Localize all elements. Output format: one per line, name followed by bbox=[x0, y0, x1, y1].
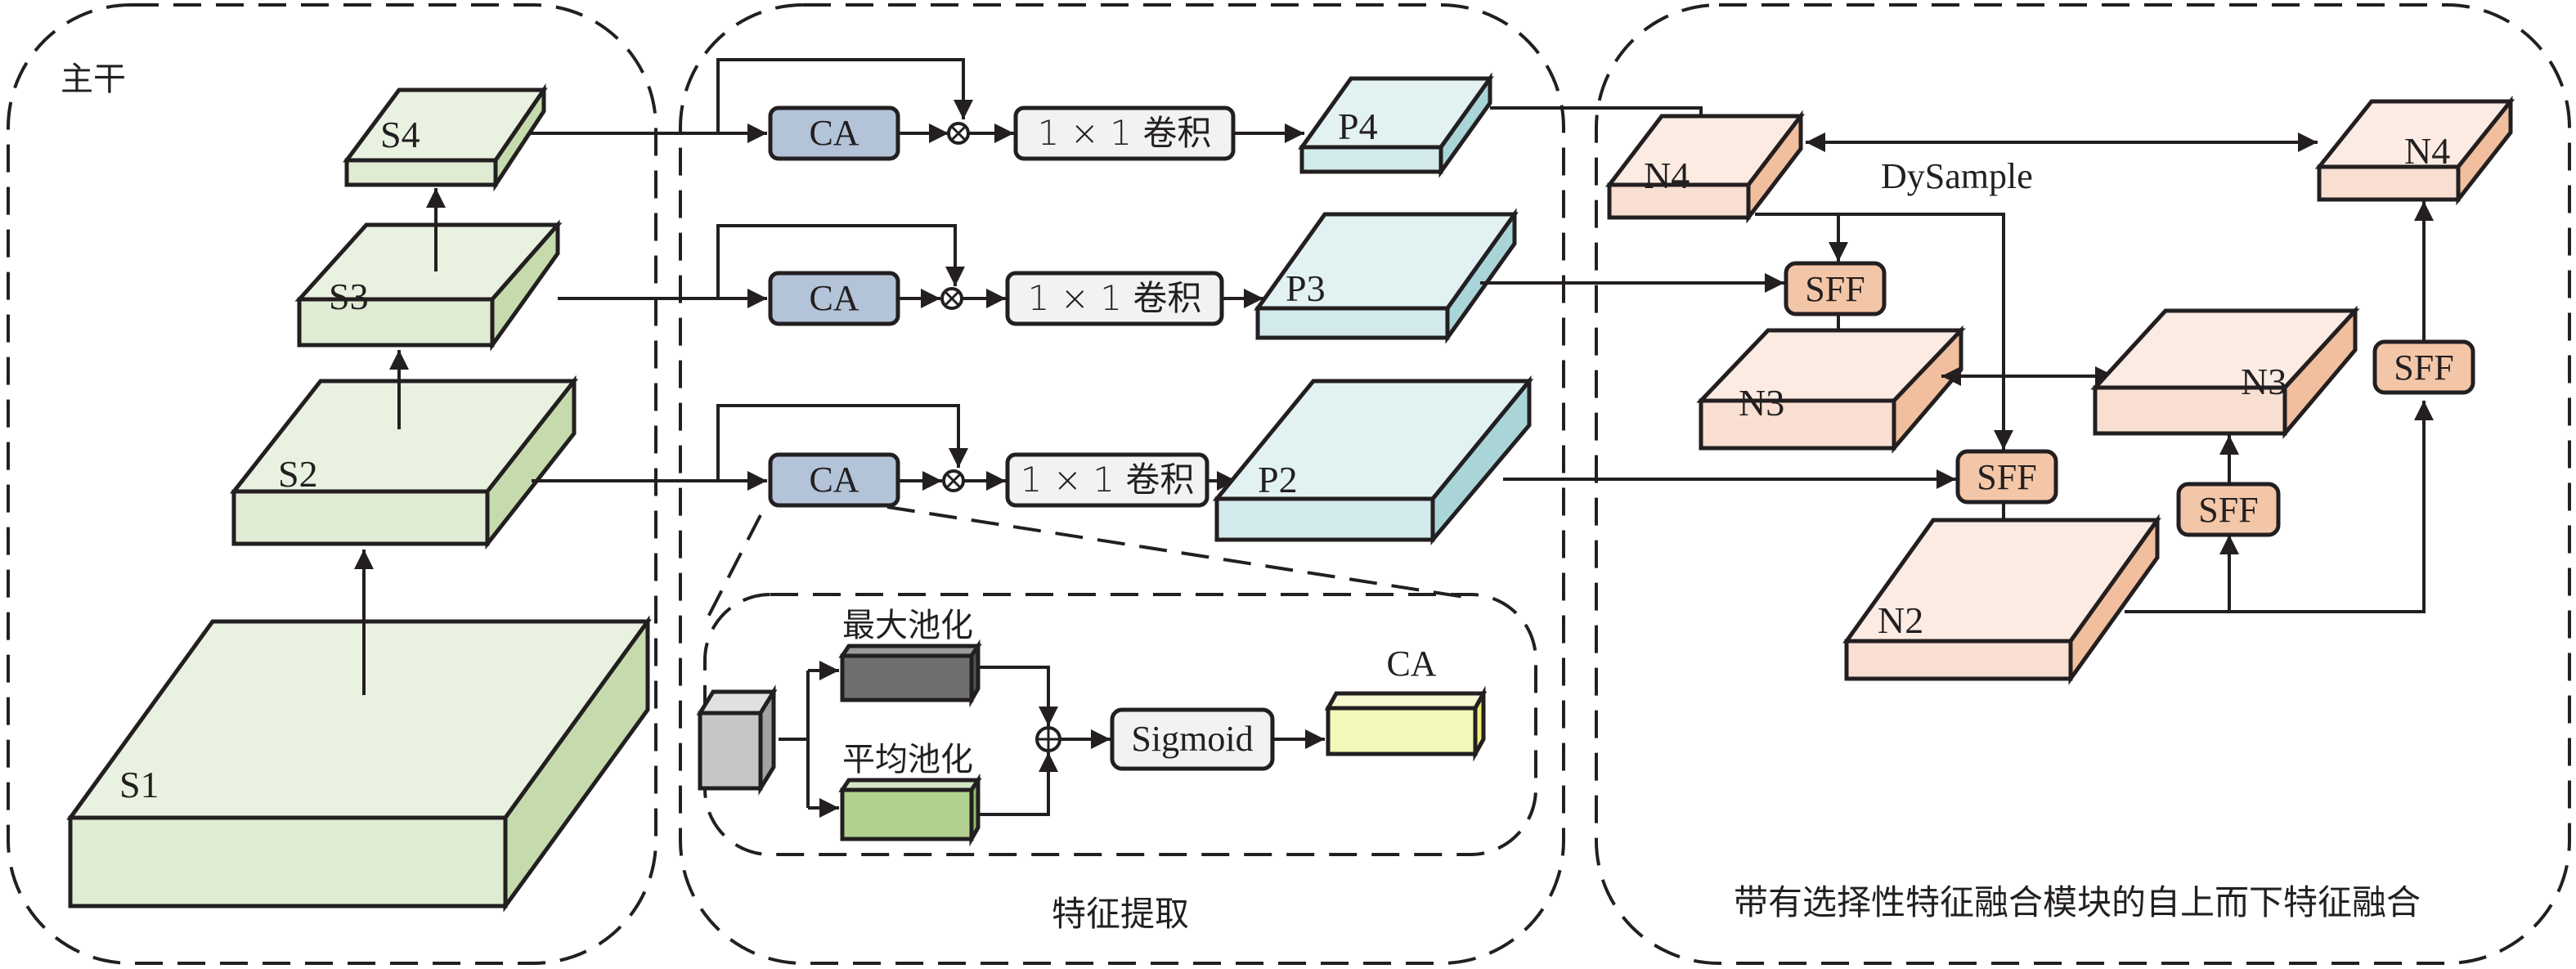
conv-label: 1 × 1 卷积 bbox=[1021, 460, 1195, 500]
fusion-label: 带有选择性特征融合模块的自上而下特征融合 bbox=[1734, 882, 2421, 922]
ca-label: CA bbox=[809, 278, 859, 318]
ca-label: CA bbox=[809, 460, 859, 500]
conv-label: 1 × 1 卷积 bbox=[1038, 113, 1212, 153]
n4-right-label: N4 bbox=[2404, 130, 2450, 172]
node-n3-left: N3 bbox=[1696, 325, 1966, 454]
extraction-row-p2: CA 1 × 1 卷积 P2 bbox=[532, 375, 1534, 545]
sigmoid-label: Sigmoid bbox=[1131, 719, 1253, 759]
ca-detail: 最大池化 平均池化 Sigmoid CA bbox=[696, 593, 1537, 856]
sff-block-1 bbox=[1784, 261, 1887, 316]
arrow-n2-sff4 bbox=[2125, 401, 2434, 613]
stage-s1-label: S1 bbox=[119, 764, 159, 805]
callout-line-left bbox=[703, 514, 762, 624]
multiply-icon bbox=[940, 287, 963, 310]
p3-label: P3 bbox=[1286, 267, 1326, 309]
stage-s1: S1 bbox=[66, 615, 652, 913]
ca-output-block bbox=[1324, 685, 1488, 762]
dysample-label: DySample bbox=[1881, 156, 2033, 196]
feature-extraction-panel bbox=[679, 3, 1565, 965]
node-n4-left: N4 bbox=[1604, 110, 1806, 224]
n2-label: N2 bbox=[1878, 599, 1923, 641]
extraction-row-p4: CA 1 × 1 卷积 P4 bbox=[530, 58, 1494, 178]
sff-label: SFF bbox=[1977, 457, 2036, 497]
node-n2: N2 bbox=[1842, 514, 2161, 685]
n4-left-label: N4 bbox=[1644, 155, 1690, 196]
callout-line-right bbox=[886, 505, 1465, 599]
max-pool-block bbox=[838, 639, 982, 708]
n3-left-label: N3 bbox=[1739, 382, 1784, 424]
stage-s2: S2 bbox=[229, 375, 579, 550]
backbone-panel bbox=[7, 3, 657, 965]
input-feature-cube bbox=[696, 684, 778, 796]
stage-s3: S3 bbox=[294, 219, 563, 352]
sff-label: SFF bbox=[1805, 269, 1865, 309]
add-icon bbox=[1035, 726, 1061, 752]
extraction-row-p3: CA 1 × 1 卷积 P3 bbox=[558, 208, 1519, 344]
p4-label: P4 bbox=[1338, 105, 1378, 147]
sff-block-2 bbox=[1955, 449, 2058, 505]
max-pool-label: 最大池化 bbox=[842, 607, 973, 644]
ca-output-label: CA bbox=[1386, 644, 1436, 684]
avg-pool-label: 平均池化 bbox=[842, 741, 973, 778]
node-n4-right: N4 bbox=[2314, 95, 2515, 206]
stage-s4: S4 bbox=[343, 83, 548, 192]
multiply-icon bbox=[942, 469, 965, 492]
stage-s3-label: S3 bbox=[329, 276, 369, 317]
ca-detail-panel bbox=[703, 593, 1537, 856]
feature-extraction-label: 特征提取 bbox=[1052, 894, 1189, 934]
backbone-label: 主干 bbox=[61, 61, 126, 98]
ca-label: CA bbox=[809, 113, 859, 153]
fusion-panel bbox=[1595, 3, 2571, 965]
conv-label: 1 × 1 卷积 bbox=[1028, 278, 1202, 318]
node-n3-right: N3 bbox=[2090, 305, 2360, 439]
stage-s2-label: S2 bbox=[278, 453, 318, 495]
sff-label: SFF bbox=[2198, 490, 2258, 530]
sff-label: SFF bbox=[2394, 348, 2453, 388]
multiply-icon bbox=[947, 122, 970, 145]
p2-label: P2 bbox=[1258, 459, 1298, 500]
stage-s4-label: S4 bbox=[380, 114, 420, 155]
avg-pool-block bbox=[838, 773, 982, 847]
n3-right-label: N3 bbox=[2241, 361, 2287, 402]
